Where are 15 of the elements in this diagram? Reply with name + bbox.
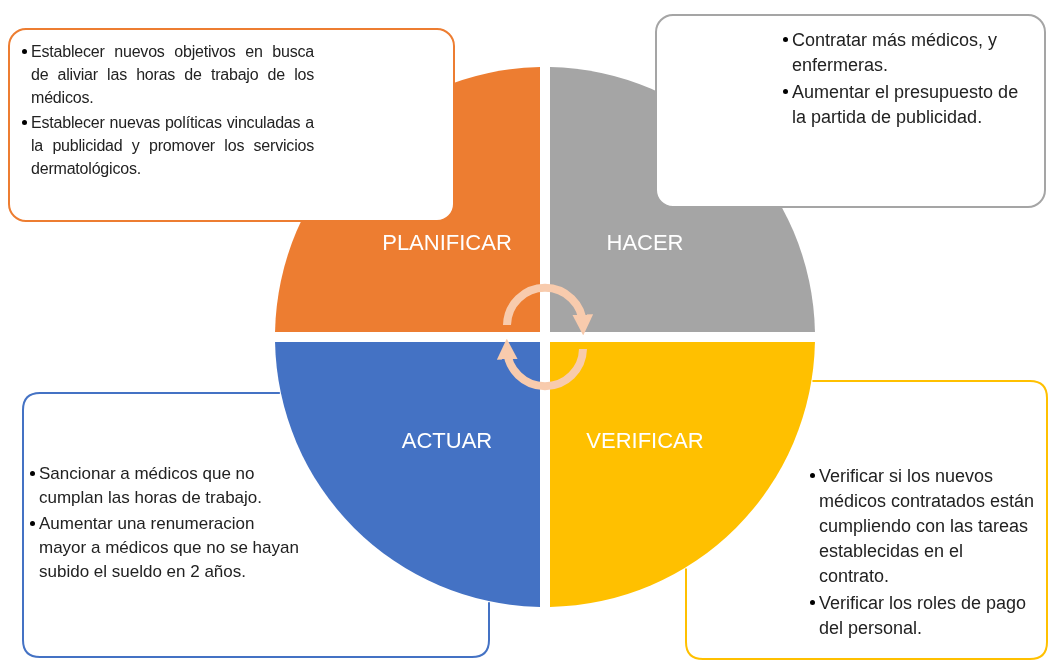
bullet-text: Sancionar a médicos que no cumplan las horas de trabajo. xyxy=(39,463,264,509)
quadrant-sector xyxy=(550,342,815,607)
bullet-text: Verificar si los nuevos médicos contratados están cumpliendo con las tareas establecidas en el contrato. xyxy=(819,465,1036,588)
phase-label: VERIFICAR xyxy=(586,426,704,455)
text-box xyxy=(655,14,1046,208)
text-box xyxy=(8,28,455,222)
bullet-text: Contratar más médicos, y enfermeras. xyxy=(792,29,999,77)
phase-label: PLANIFICAR xyxy=(382,228,512,257)
bullet-text: Establecer nuevas políticas vinculadas a la publicidad y promover los servicios dermatológicos. xyxy=(31,113,314,179)
phase-label: ACTUAR xyxy=(401,426,493,455)
bullet-text: Verificar los roles de pago del personal. xyxy=(819,592,1028,640)
bullet-text: Aumentar el presupuesto de la partida de publicidad. xyxy=(792,81,1020,129)
phase-label: HACER xyxy=(606,228,684,257)
bullet-text: Aumentar una renumeracion mayor a médicos que no se hayan subido el sueldo en 2 años. xyxy=(39,513,300,583)
bullet-text: Establecer nuevos objetivos en busca de aliviar las horas de trabajo de los médicos. xyxy=(31,42,314,108)
